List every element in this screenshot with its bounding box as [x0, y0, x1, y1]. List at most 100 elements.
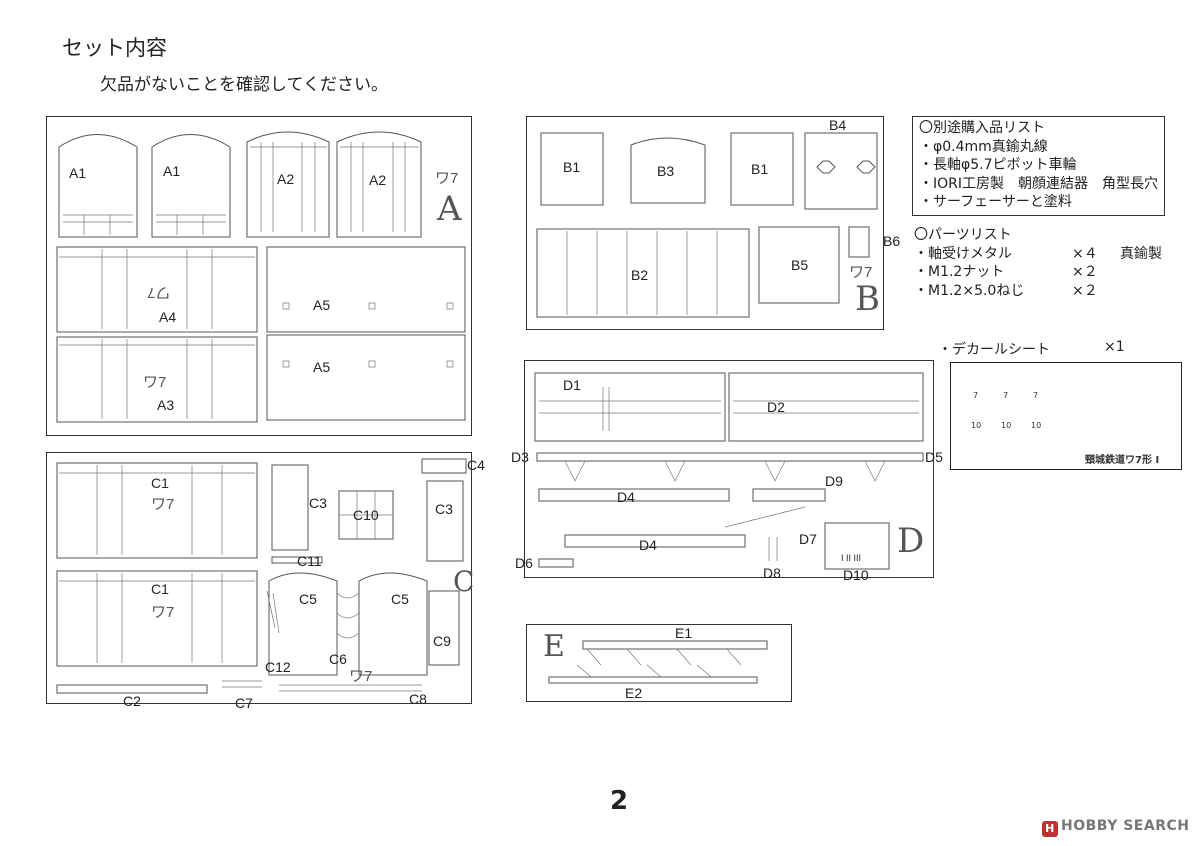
purchase-item: ・IORI工房製 朝顔連結器 角型長穴: [919, 175, 1159, 192]
page-number: 2: [610, 786, 629, 816]
purchase-item: ・φ0.4mm真鍮丸線: [919, 138, 1048, 155]
part-c10: C10: [353, 507, 379, 523]
part-c11: C11: [297, 553, 322, 569]
d10-marks: I II III: [841, 553, 862, 563]
sheet-a: A1 A1 A2 A2 A4 A3 A5 A5 ワ7 ワ7 ワ7 A: [46, 116, 472, 436]
part-d8: D8: [763, 565, 781, 581]
part-c3-left: C3: [309, 495, 327, 511]
parts-qty: ×２: [1072, 264, 1098, 280]
sheet-a-kana: ワ7: [435, 170, 459, 187]
sheet-d-letter: D: [897, 521, 925, 561]
sheet-e-outline: [548, 640, 768, 684]
decal-sheet: 7 7 7 10 10 10 頸城鉄道ワ7形 Ⅰ: [950, 362, 1182, 470]
sheet-c: C1 ワ7 C1 ワ7 C3 C10 C3 C4 C11 C5 C5 C6 ワ7…: [46, 452, 485, 711]
part-d3: D3: [511, 449, 529, 465]
part-a5-top: A5: [313, 297, 331, 313]
part-e1: E1: [675, 625, 693, 641]
decal-number: 10: [1031, 421, 1042, 430]
c1-bottom-kana: ワ7: [151, 604, 175, 621]
part-b1-right: B1: [751, 161, 769, 177]
sheet-e: E1 E2 E: [526, 624, 792, 702]
parts-name: ・M1.2ナット: [914, 264, 1005, 280]
page-subtitle: 欠品がないことを確認してください。: [100, 75, 388, 95]
sheet-a-outline: [56, 131, 466, 423]
parts-name: ・軸受けメタル: [914, 245, 1012, 262]
decal-number: 10: [971, 421, 982, 430]
watermark-brand: HOBBY SEARCH: [1061, 818, 1190, 834]
parts-list-heading: 〇パーツリスト: [914, 227, 1012, 243]
part-d2: D2: [767, 399, 785, 415]
part-a1-right: A1: [163, 163, 181, 179]
part-a4: A4: [159, 309, 177, 325]
part-a5-bottom: A5: [313, 359, 331, 375]
purchase-item: ・長軸φ5.7ピボット車輪: [919, 157, 1077, 173]
decal-qty: ×1: [1104, 339, 1125, 355]
parts-name: ・M1.2×5.0ねじ: [914, 282, 1025, 299]
part-d5: D5: [925, 449, 943, 465]
part-c7: C7: [235, 695, 253, 711]
part-a2-right: A2: [369, 172, 387, 188]
purchase-item: ・サーフェーサーと塗料: [919, 194, 1072, 210]
hobby-search-logo-icon: H: [1042, 821, 1058, 837]
part-c5-right: C5: [391, 591, 409, 607]
sheet-c-letter: C: [453, 565, 475, 598]
part-d7: D7: [799, 531, 817, 547]
decal-number: 10: [1001, 421, 1012, 430]
c6-kana: ワ7: [349, 668, 373, 685]
purchase-list-heading: 〇別途購入品リスト: [919, 120, 1045, 136]
parts-row: ・M1.2×5.0ねじ ×２: [914, 282, 1194, 301]
page-title: セット内容: [62, 36, 167, 60]
part-c5-left: C5: [299, 591, 317, 607]
part-c2: C2: [123, 693, 141, 709]
part-d4-top: D4: [617, 489, 635, 505]
part-c12: C12: [265, 659, 291, 675]
sheet-b-letter: B: [855, 279, 880, 319]
part-c9: C9: [433, 633, 451, 649]
part-b1-left: B1: [563, 159, 581, 175]
part-a1-left: A1: [69, 165, 87, 181]
part-c4: C4: [467, 457, 485, 473]
part-c1-bottom: C1: [151, 581, 169, 597]
a3-kana: ワ7: [143, 374, 167, 391]
parts-list: 〇パーツリスト ・軸受けメタル ×４ 真鍮製 ・M1.2ナット ×２ ・M1.2…: [914, 226, 1194, 300]
decal-sheet-title: 頸城鉄道ワ7形 Ⅰ: [1085, 455, 1160, 466]
part-d1: D1: [563, 377, 581, 393]
part-d9: D9: [825, 473, 843, 489]
part-b4: B4: [829, 117, 847, 133]
decal-number: 7: [1003, 391, 1009, 400]
parts-row: ・軸受けメタル ×４ 真鍮製: [914, 245, 1194, 264]
part-d10: D10: [843, 567, 869, 583]
part-a2-left: A2: [277, 171, 295, 187]
decal-label: ・デカールシート: [938, 342, 1050, 358]
purchase-list: 〇別途購入品リスト ・φ0.4mm真鍮丸線 ・長軸φ5.7ピボット車輪 ・IOR…: [912, 116, 1166, 216]
decal-number: 7: [973, 391, 979, 400]
sheet-c-outline: [56, 458, 467, 694]
part-b5: B5: [791, 257, 809, 273]
c1-top-kana: ワ7: [151, 496, 175, 513]
sheet-b-outline: [536, 132, 878, 318]
part-c1-top: C1: [151, 475, 169, 491]
part-a3: A3: [157, 397, 175, 413]
part-c6: C6: [329, 651, 347, 667]
part-d4-bottom: D4: [639, 537, 657, 553]
parts-qty: ×４: [1072, 245, 1098, 262]
parts-note: 真鍮製: [1120, 245, 1162, 262]
sheet-b: B1 B3 B1 B4 B2 B5 B6 ワ7 B: [526, 116, 900, 330]
decal-number: 7: [1033, 391, 1039, 400]
part-b6: B6: [883, 233, 901, 249]
sheet-a-letter: A: [437, 189, 462, 229]
part-d6: D6: [515, 555, 533, 571]
sheet-b-kana: ワ7: [849, 264, 873, 281]
a4-kana: ワ7: [147, 284, 171, 301]
parts-row: ・M1.2ナット ×２: [914, 263, 1194, 282]
sheet-d-outline: [534, 372, 924, 570]
part-b3: B3: [657, 163, 675, 179]
part-c8: C8: [409, 691, 427, 707]
part-e2: E2: [625, 685, 643, 701]
sheet-e-letter: E: [543, 629, 565, 664]
part-c3-right: C3: [435, 501, 453, 517]
part-b2: B2: [631, 267, 649, 283]
sheet-d: D1 D2 D3 D5 D4 D9 D4 D7 D6 D8 I II III D…: [511, 360, 943, 583]
parts-qty: ×２: [1072, 282, 1098, 299]
